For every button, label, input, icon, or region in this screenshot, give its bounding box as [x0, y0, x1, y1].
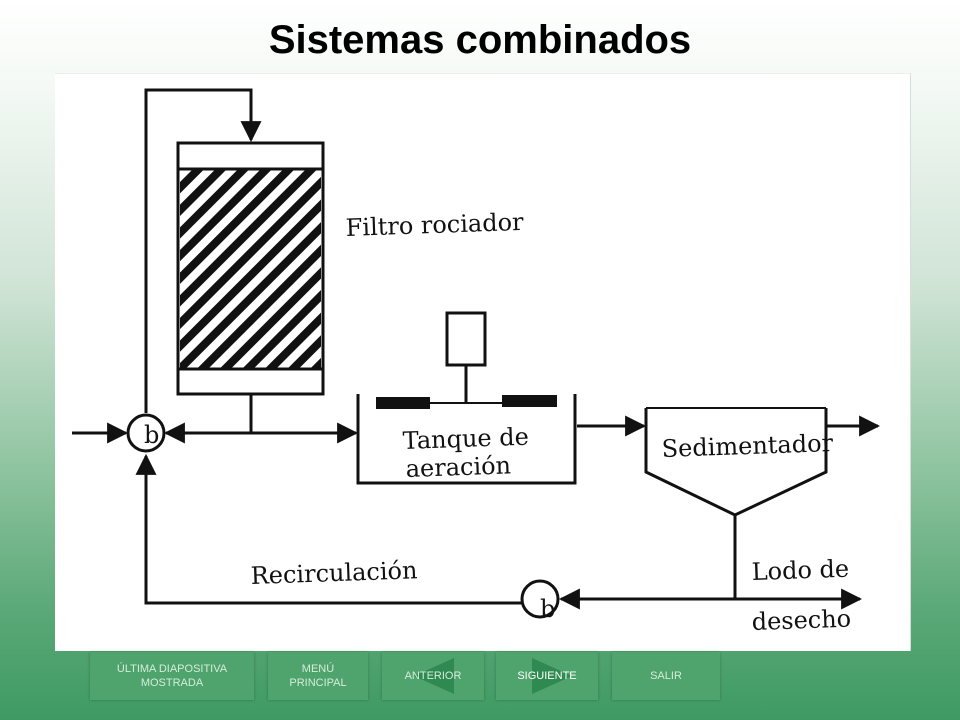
main-menu-button[interactable]: MENÚ PRINCIPAL [268, 652, 368, 700]
main-menu-label: MENÚ PRINCIPAL [289, 663, 347, 689]
aeration-tank [356, 394, 577, 485]
next-label: SIGUIENTE [517, 670, 577, 682]
recirculation-label: Recirculación [250, 556, 418, 590]
aerator-blade-left [376, 397, 430, 409]
tank-label-line1: Tanque de [402, 423, 529, 455]
sludge-label-line1: Lodo de [751, 555, 849, 586]
exit-label: SALIR [650, 670, 682, 682]
aerator-blade-right [502, 395, 557, 407]
next-button[interactable]: SIGUIENTE [496, 652, 598, 700]
previous-label: ANTERIOR [404, 670, 462, 682]
recirculation-line [135, 453, 522, 605]
exit-button[interactable]: SALIR [612, 652, 720, 700]
previous-button[interactable]: ANTERIOR [382, 652, 484, 700]
pump-1-label: b [144, 421, 159, 449]
left-arrow-icon [414, 658, 454, 694]
right-arrow-icon [532, 658, 572, 694]
aerator-motor [445, 311, 487, 367]
last-slide-label: ÚLTIMA DIAPOSITIVA MOSTRADA [116, 663, 228, 689]
tank-label-line2: aeración [405, 451, 511, 483]
filter-label: Filtro rociador [345, 208, 524, 242]
sludge-label-line2: desecho [751, 605, 851, 636]
pump-2-label: b [540, 595, 555, 623]
slide-title: Sistemas combinados [268, 18, 692, 62]
filter-media [180, 170, 321, 368]
last-slide-button[interactable]: ÚLTIMA DIAPOSITIVA MOSTRADA [90, 652, 254, 700]
pump-2 [520, 579, 560, 619]
sedimentation-label: Sedimentador [661, 429, 834, 463]
filter-feed-line [144, 88, 262, 413]
